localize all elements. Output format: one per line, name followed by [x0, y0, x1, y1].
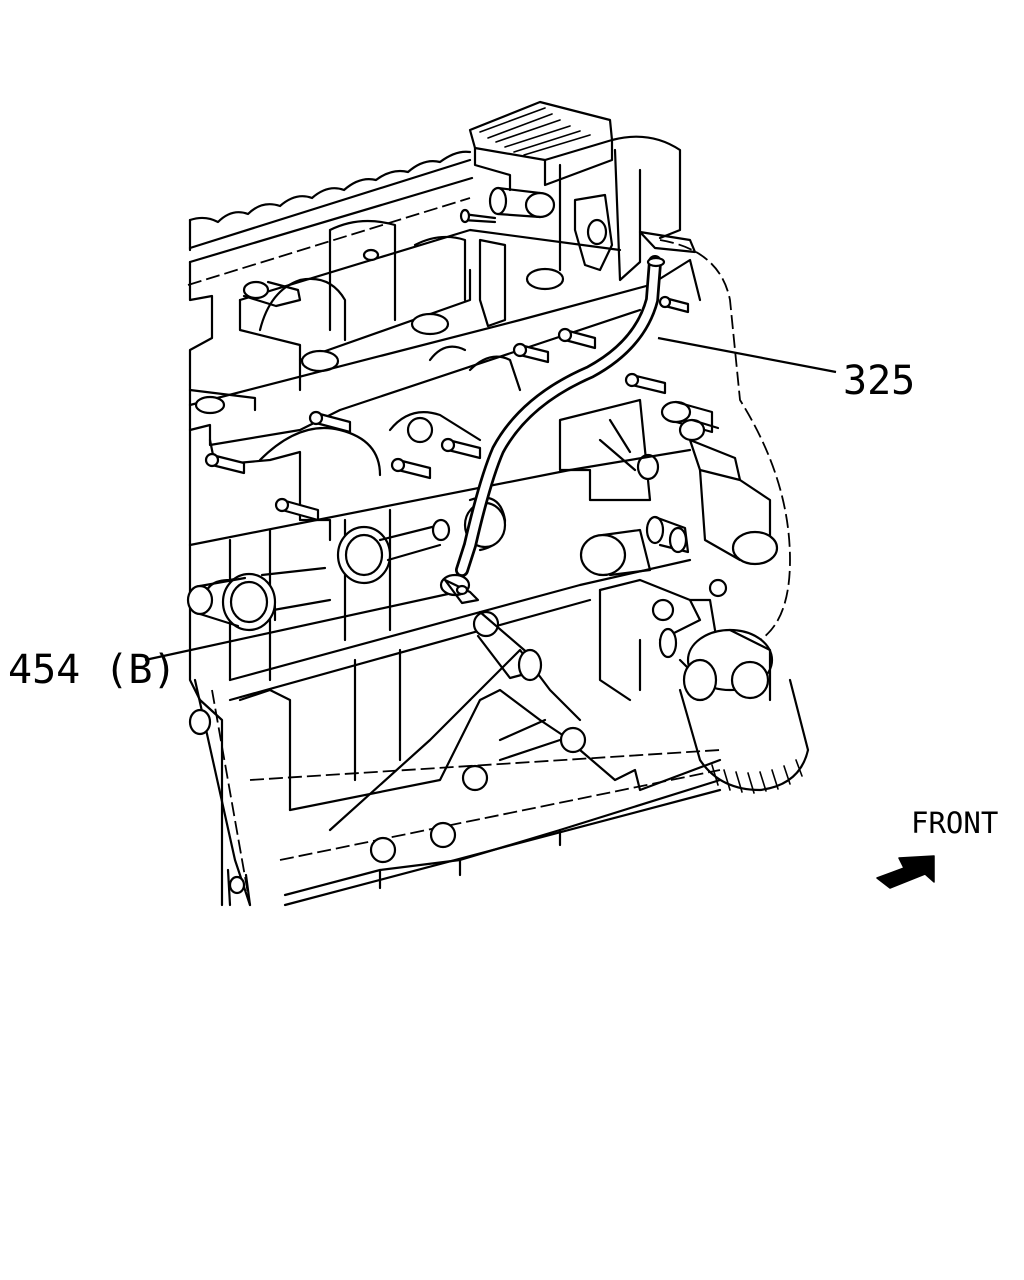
callout-label-454b: 454 (B) — [8, 647, 177, 693]
leader-line-325 — [657, 336, 837, 374]
stud — [624, 372, 667, 395]
stud — [557, 327, 597, 350]
stud — [390, 457, 432, 480]
front-arrow-icon — [876, 855, 935, 889]
front-label: FRONT — [911, 806, 998, 840]
callout-label-325: 325 — [843, 358, 915, 404]
oil-pipe-325 — [455, 255, 666, 577]
engine-block-illustration — [186, 100, 810, 907]
stud — [308, 410, 352, 434]
leader-line-454b — [144, 592, 449, 662]
stud — [274, 497, 320, 522]
stud — [512, 342, 550, 364]
oil-filter — [678, 628, 810, 794]
clip-454b — [439, 573, 480, 605]
stud — [440, 437, 482, 460]
stud — [204, 452, 246, 475]
stud — [658, 295, 690, 314]
